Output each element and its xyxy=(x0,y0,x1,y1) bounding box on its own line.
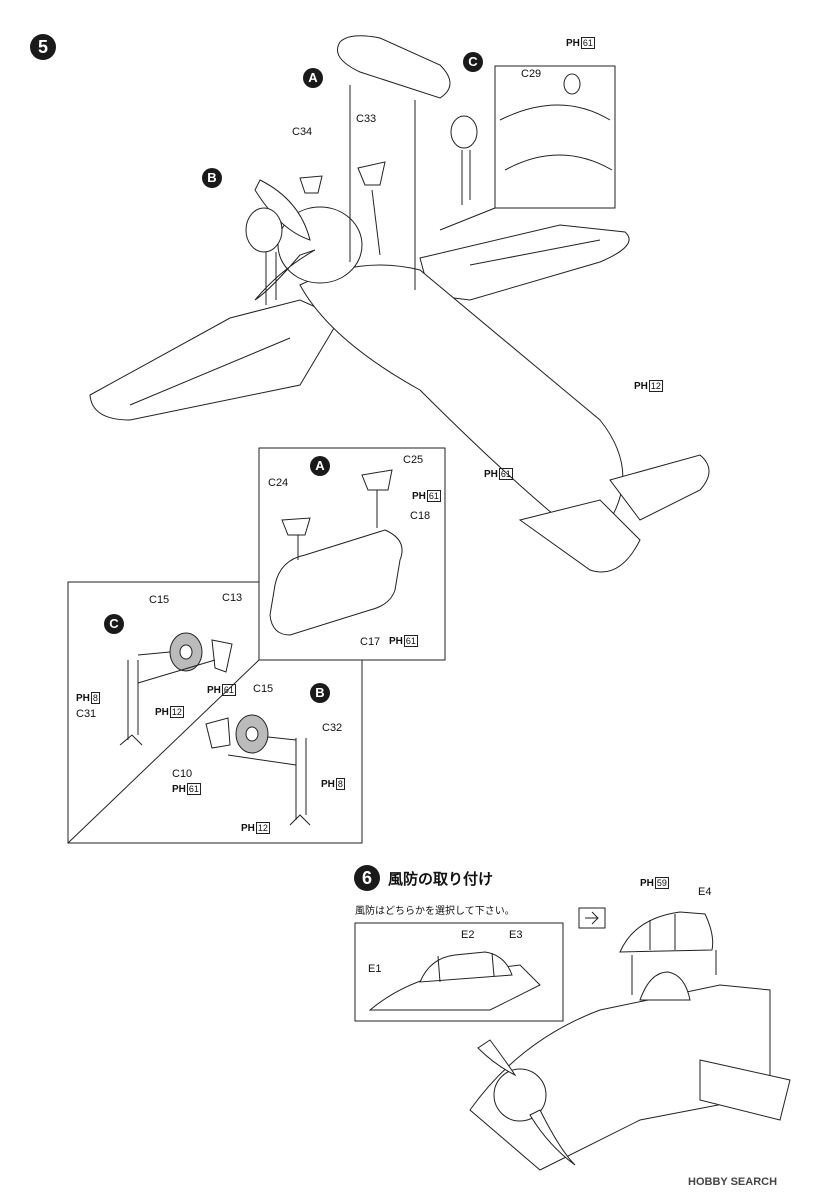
marker-b-inset: B xyxy=(310,683,330,703)
paint-prefix: PH xyxy=(155,707,169,718)
paint-prefix: PH xyxy=(241,823,255,834)
prop-hub xyxy=(493,1068,547,1122)
paint-number: 12 xyxy=(648,380,663,392)
strut-c32 xyxy=(289,738,311,826)
pilot xyxy=(639,971,691,1001)
paint-prefix: PH xyxy=(172,784,186,795)
step-5-number: 5 xyxy=(30,34,56,60)
paint-number: 61 xyxy=(403,635,418,647)
paint-prefix: PH xyxy=(76,693,90,704)
paint-number: 59 xyxy=(654,877,669,889)
part-c13 xyxy=(211,639,233,673)
wheel-c-top xyxy=(450,115,478,149)
right-wing xyxy=(419,224,630,301)
strut-c31 xyxy=(119,660,143,746)
step-6-title: 風防の取り付け xyxy=(388,871,494,888)
label-c34: C34 xyxy=(292,126,313,138)
marker-c-inset: C xyxy=(104,614,124,634)
propeller-blade xyxy=(254,249,316,301)
label-c15-b: C15 xyxy=(253,683,274,695)
label-c32: C32 xyxy=(322,722,343,734)
prop-blade xyxy=(477,1039,517,1077)
label-e2: E2 xyxy=(461,929,475,941)
label-c24: C24 xyxy=(268,477,289,489)
label-e3: E3 xyxy=(509,929,523,941)
part-c33 xyxy=(357,161,386,186)
label-c10: C10 xyxy=(172,768,193,780)
wheel-b-top xyxy=(245,207,283,253)
step-6-subtitle: 風防はどちらかを選択して下さい。 xyxy=(355,906,515,917)
paint-prefix: PH xyxy=(640,878,654,889)
prop-blade xyxy=(529,1109,576,1166)
paint-prefix: PH xyxy=(566,38,580,49)
label-c17: C17 xyxy=(360,636,381,648)
part-c10 xyxy=(205,717,231,749)
paint-prefix: PH xyxy=(389,636,403,647)
marker-c: C xyxy=(463,52,483,72)
drop-tank-a-detail xyxy=(269,529,403,636)
paint-number: 12 xyxy=(255,822,270,834)
paint-number: 61 xyxy=(498,468,513,480)
paint-prefix: PH xyxy=(412,491,426,502)
tail-right xyxy=(609,454,710,521)
label-c29: C29 xyxy=(521,68,542,80)
propeller-blade xyxy=(254,179,311,241)
marker-a-inset: A xyxy=(310,456,330,476)
watermark: HOBBY SEARCH xyxy=(688,1176,778,1188)
label-c33: C33 xyxy=(356,113,377,125)
paint-prefix: PH xyxy=(484,469,498,480)
paint-prefix: PH xyxy=(321,779,335,790)
paint-prefix: PH xyxy=(207,685,221,696)
tail-left xyxy=(518,499,641,573)
paint-number: 61 xyxy=(426,490,441,502)
marker-b: B xyxy=(202,168,222,188)
paint-number: 8 xyxy=(335,778,345,790)
paint-number: 12 xyxy=(169,706,184,718)
paint-number: 61 xyxy=(186,783,201,795)
label-c13: C13 xyxy=(222,592,243,604)
label-c15-c: C15 xyxy=(149,594,170,606)
paint-prefix: PH xyxy=(634,381,648,392)
paint-number: 61 xyxy=(221,684,236,696)
label-e1: E1 xyxy=(368,963,382,975)
inset-c29-box xyxy=(494,65,616,209)
part-c34 xyxy=(299,175,323,194)
marker-a: A xyxy=(303,68,323,88)
step-6-number: 6 xyxy=(354,865,380,891)
paint-number: 61 xyxy=(580,37,595,49)
label-e4: E4 xyxy=(698,886,712,898)
drop-tank-a xyxy=(337,35,451,99)
left-wing xyxy=(89,299,341,421)
label-c25: C25 xyxy=(403,454,424,466)
label-c18: C18 xyxy=(410,510,431,522)
paint-number: 8 xyxy=(90,692,100,704)
canopy-e4 xyxy=(619,911,714,953)
label-c31: C31 xyxy=(76,708,97,720)
